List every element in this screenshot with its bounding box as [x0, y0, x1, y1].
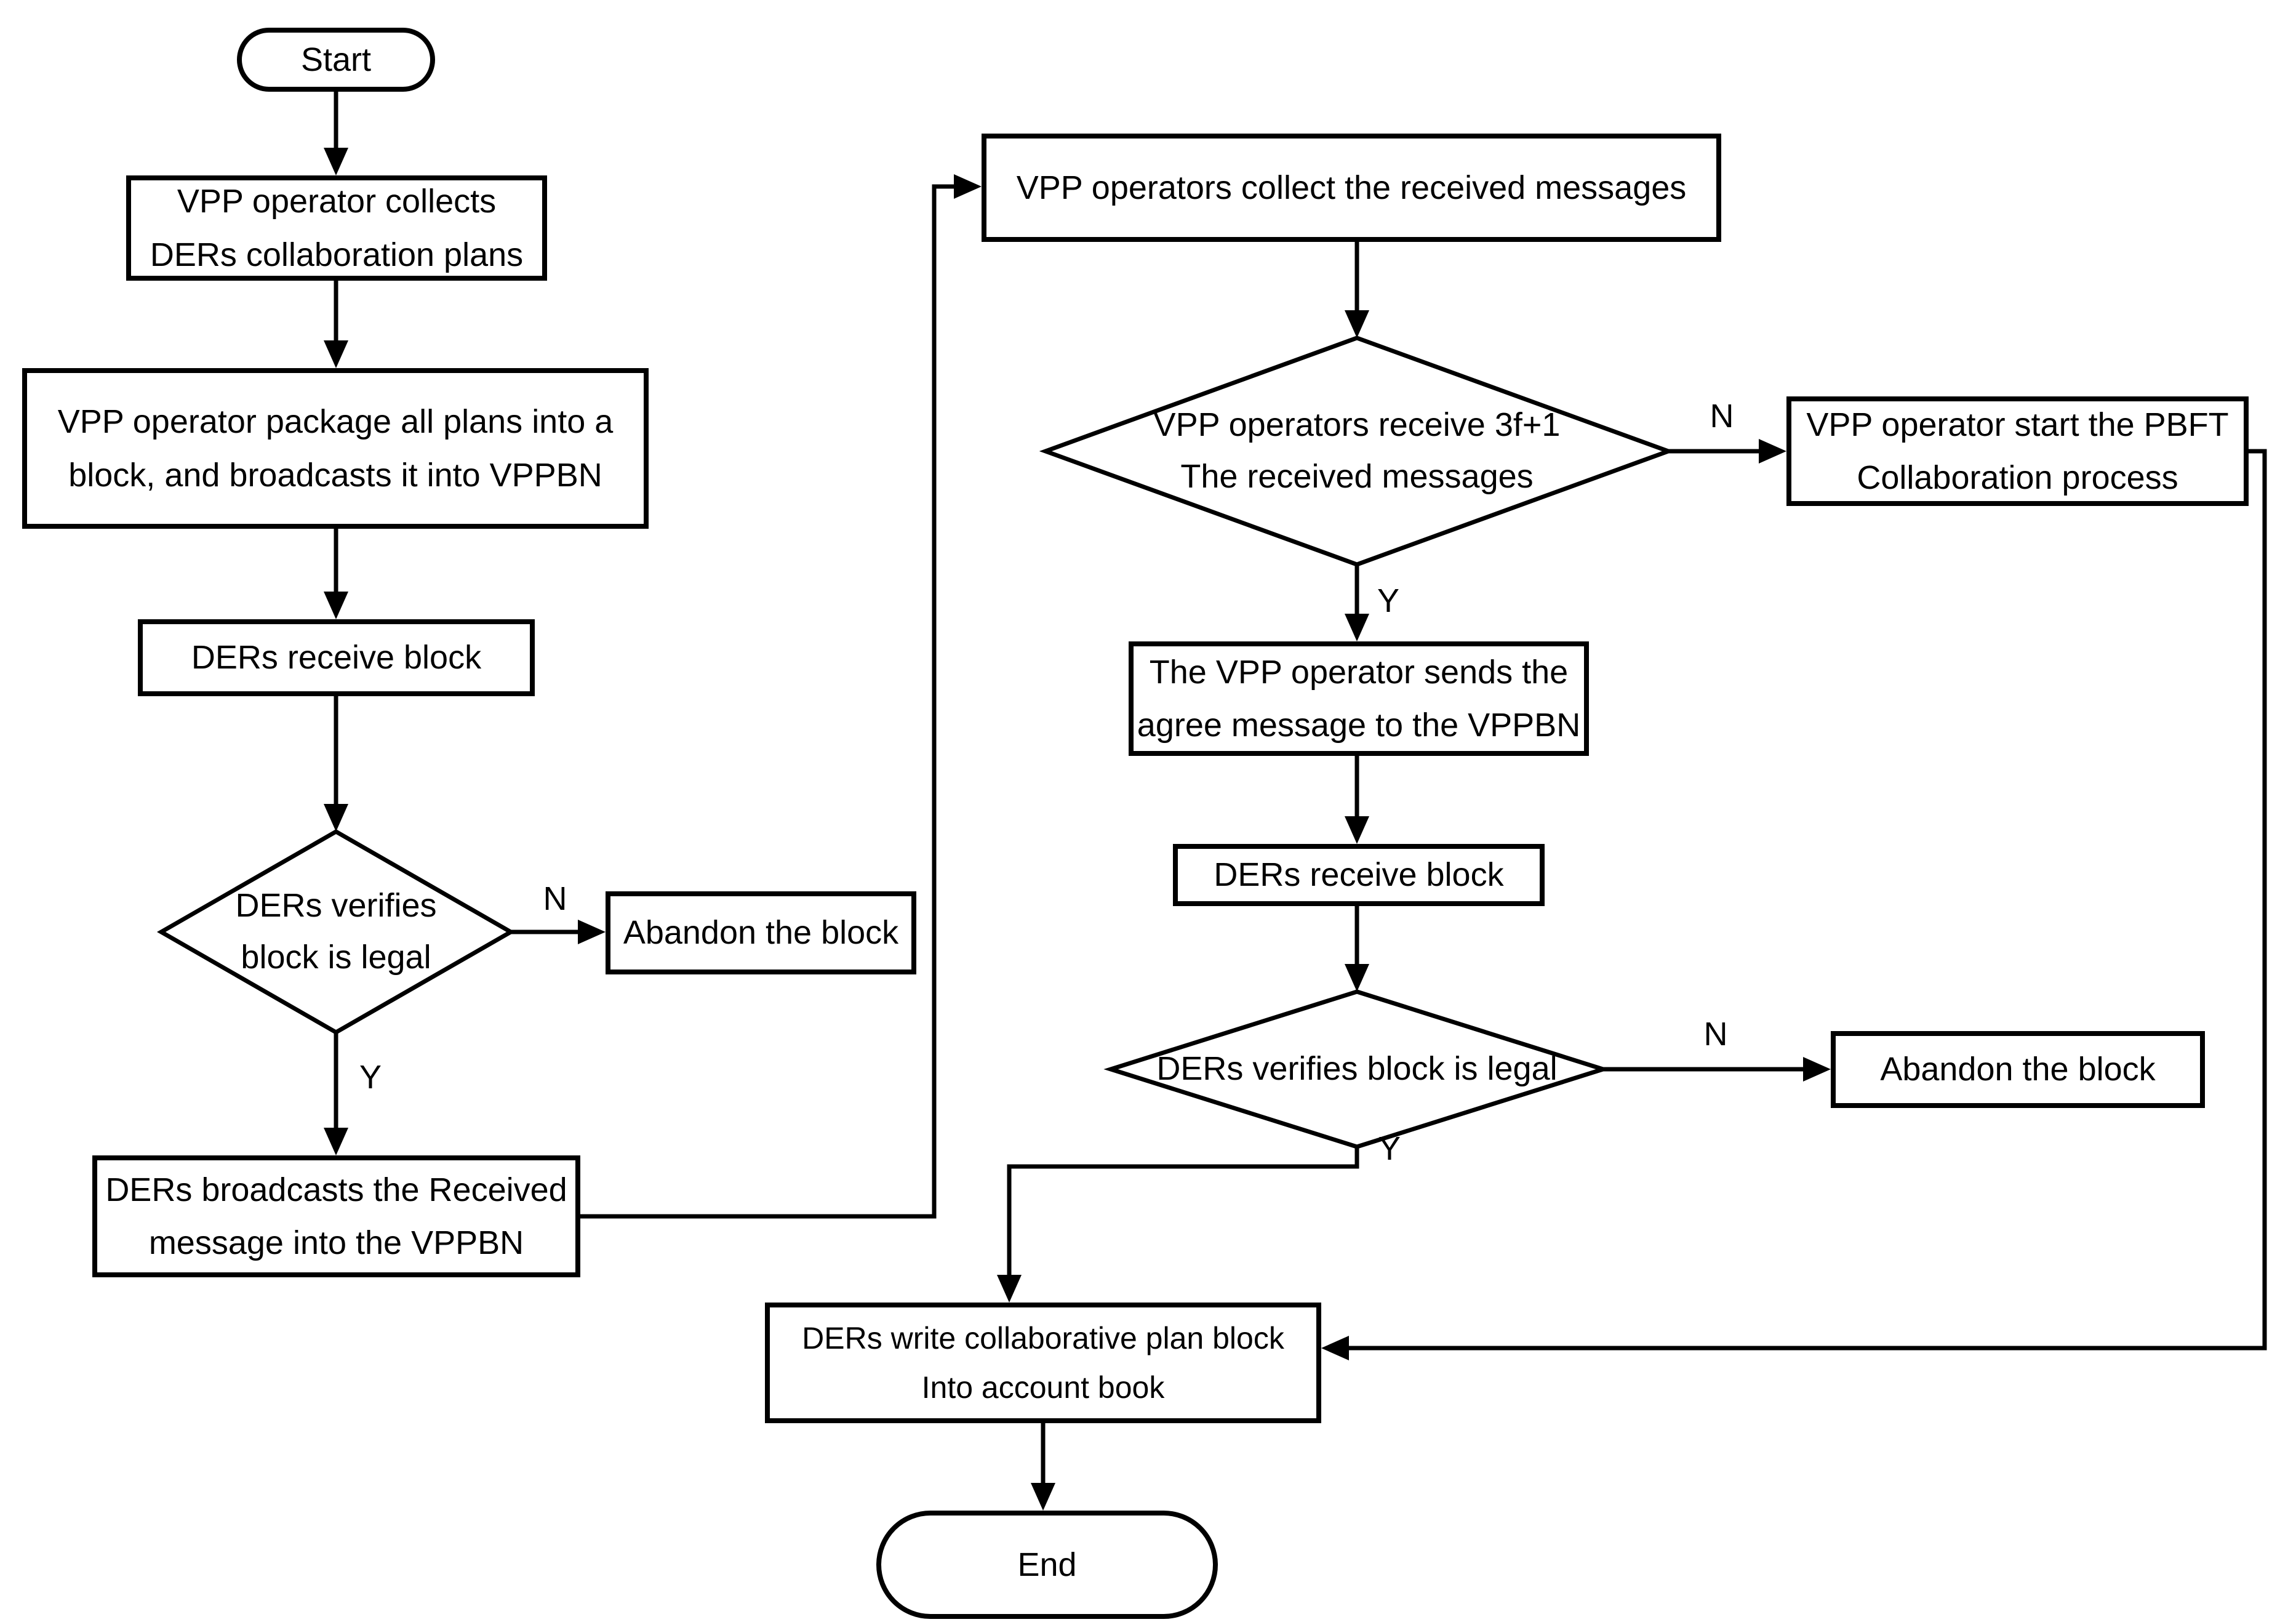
- collect-plans-label: VPP operator collects DERs collaboration…: [150, 183, 524, 273]
- arrowhead-abandon-left: [578, 920, 606, 944]
- arrowhead-collect-plans: [324, 148, 348, 175]
- arrowhead-verify-right: [1345, 964, 1369, 992]
- ders-receive-block-left-label: DERs receive block: [191, 639, 482, 677]
- arrowhead-broadcast: [324, 1128, 348, 1155]
- ders-receive-block-left-box: DERs receive block: [138, 619, 535, 696]
- collect-plans-box: VPP operator collects DERs collaboration…: [126, 175, 547, 281]
- arrowhead-start-pbft: [1759, 439, 1786, 464]
- edge-label-verify-right-yes: Y: [1378, 1130, 1401, 1167]
- edge-label-verify-left-yes: Y: [359, 1059, 382, 1096]
- abandon-block-left-label: Abandon the block: [623, 914, 899, 952]
- verify-block-right-label: DERs verifies block is legal: [1156, 1050, 1558, 1088]
- abandon-block-right-box: Abandon the block: [1831, 1031, 2205, 1108]
- edge-broadcast-to-collect-messages: [580, 184, 954, 1219]
- receive-3f1-label: VPP operators receive 3f+1 The received …: [1153, 406, 1561, 495]
- arrowhead-receive-left: [324, 592, 348, 619]
- arrowhead-end: [1031, 1483, 1055, 1511]
- arrowhead-verify-left: [324, 804, 348, 832]
- abandon-block-left-box: Abandon the block: [606, 891, 916, 974]
- write-block-box: DERs write collaborative plan block Into…: [765, 1303, 1321, 1423]
- start-label: Start: [300, 41, 372, 78]
- start-terminal: Start: [237, 28, 435, 92]
- broadcast-received-label: DERs broadcasts the Received message int…: [105, 1171, 567, 1261]
- send-agree-box: The VPP operator sends the agree message…: [1129, 641, 1589, 756]
- arrowhead-receive-right: [1345, 816, 1369, 844]
- edge-pbft-feedback-to-write-block: [1349, 449, 2267, 1351]
- edge-label-verify-left-no: N: [543, 880, 567, 917]
- edge-verify-right-yes: [1007, 1147, 1359, 1275]
- collect-messages-label: VPP operators collect the received messa…: [1016, 169, 1687, 206]
- verify-block-left-label: DERs verifies block is legal: [235, 887, 437, 976]
- broadcast-received-box: DERs broadcasts the Received message int…: [92, 1155, 580, 1277]
- end-label: End: [1017, 1546, 1077, 1583]
- start-pbft-label: VPP operator start the PBFT Collaboratio…: [1806, 406, 2229, 496]
- send-agree-label: The VPP operator sends the agree message…: [1137, 653, 1581, 744]
- package-block-box: VPP operator package all plans into a bl…: [22, 368, 649, 529]
- start-pbft-box: VPP operator start the PBFT Collaboratio…: [1786, 396, 2249, 506]
- verify-block-right-diamond-text: DERs verifies block is legal: [1111, 992, 1603, 1147]
- arrowhead-write-block: [997, 1275, 1022, 1303]
- collect-messages-box: VPP operators collect the received messa…: [982, 134, 1721, 242]
- arrowhead-collect-messages: [954, 174, 982, 199]
- edge-label-receive-3f1-no: N: [1710, 398, 1734, 435]
- receive-3f1-diamond-text: VPP operators receive 3f+1 The received …: [1046, 338, 1668, 564]
- verify-block-left-diamond-text: DERs verifies block is legal: [161, 832, 511, 1032]
- arrowhead-package: [324, 340, 348, 368]
- ders-receive-block-right-label: DERs receive block: [1214, 856, 1504, 894]
- abandon-block-right-label: Abandon the block: [1880, 1051, 2156, 1088]
- edge-label-receive-3f1-yes: Y: [1377, 582, 1400, 619]
- write-block-label: DERs write collaborative plan block Into…: [802, 1321, 1284, 1405]
- arrowhead-send-agree: [1345, 614, 1369, 641]
- arrowhead-abandon-right: [1803, 1057, 1831, 1082]
- ders-receive-block-right-box: DERs receive block: [1173, 844, 1545, 906]
- edge-label-verify-right-no: N: [1703, 1016, 1728, 1053]
- package-block-label: VPP operator package all plans into a bl…: [57, 403, 614, 494]
- end-terminal: End: [876, 1511, 1218, 1619]
- arrowhead-3f1: [1345, 310, 1369, 338]
- arrowhead-write-block-feedback: [1321, 1336, 1349, 1360]
